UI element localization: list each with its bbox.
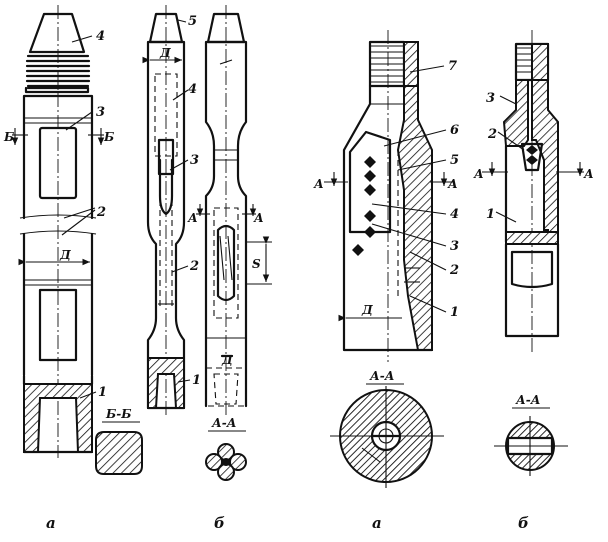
right-b-section-title: А-А [515, 393, 541, 407]
left-a-section-mark-left: Б [3, 130, 14, 144]
left-a-dimension-label: Д [59, 248, 71, 262]
left-b-callout-5: 5 [188, 14, 197, 29]
right-a-callout-1: 1 [450, 305, 459, 320]
left-b-cross-section [205, 443, 247, 481]
right-a-tool [324, 30, 454, 362]
right-a-dimension-label: Д [361, 303, 373, 317]
left-b-callout-2: 2 [189, 259, 199, 274]
right-a-callout-5: 5 [450, 153, 459, 168]
left-a-callout-4: 4 [96, 29, 105, 44]
thread-rings [25, 54, 91, 88]
right-a-callout-2: 2 [449, 263, 459, 278]
right-a-callout-3: 3 [450, 239, 459, 254]
left-b-tool-1 [142, 5, 191, 418]
right-b-callout-3: 3 [486, 91, 495, 106]
right-b-caption: б [518, 514, 529, 532]
right-a-section-mark-right: А [447, 177, 458, 191]
left-b-callout-3: 3 [190, 153, 199, 168]
right-a-cross-section [330, 386, 444, 488]
right-a-callout-4: 4 [450, 207, 459, 222]
thread-zigzag [370, 45, 404, 83]
right-b-section-mark-right: А [583, 167, 594, 181]
left-a-section-mark-right: Б [103, 130, 114, 144]
right-b-tool [482, 30, 584, 352]
left-b-dimension-label: Д [159, 46, 171, 60]
right-a-caption: а [372, 514, 382, 532]
left-b-section-mark-right: А [253, 211, 264, 225]
left-b-tool-2 [196, 5, 272, 418]
right-a-callout-6: 6 [450, 123, 459, 138]
right-b-section-mark-left: А [473, 167, 484, 181]
right-b-callout-1: 1 [486, 207, 495, 222]
right-a-section-title: А-А [369, 369, 395, 383]
left-b-section-mark-left: А [187, 211, 198, 225]
left-b-callout-4: 4 [188, 82, 197, 97]
left-b-caption: б [214, 514, 225, 532]
left-a-cross-section [95, 431, 143, 475]
right-a-callout-7: 7 [448, 59, 457, 74]
slip-teeth [352, 156, 376, 256]
left-a-section-title: Б-Б [105, 407, 132, 421]
left-b-inner-dimension-label: Д [221, 353, 233, 367]
left-a-caption: а [46, 514, 56, 532]
left-b-section-title: А-А [211, 416, 237, 430]
left-b-callout-1: 1 [192, 373, 201, 388]
left-b-dimension-length: S [252, 257, 261, 271]
left-a-callout-2: 2 [96, 205, 106, 220]
left-a-callout-1: 1 [98, 385, 107, 400]
left-a-callout-3: 3 [96, 105, 105, 120]
right-a-section-mark-left: А [313, 177, 324, 191]
right-b-cross-section [494, 416, 568, 476]
right-b-callout-2: 2 [487, 127, 497, 142]
left-a-tool [11, 5, 105, 458]
